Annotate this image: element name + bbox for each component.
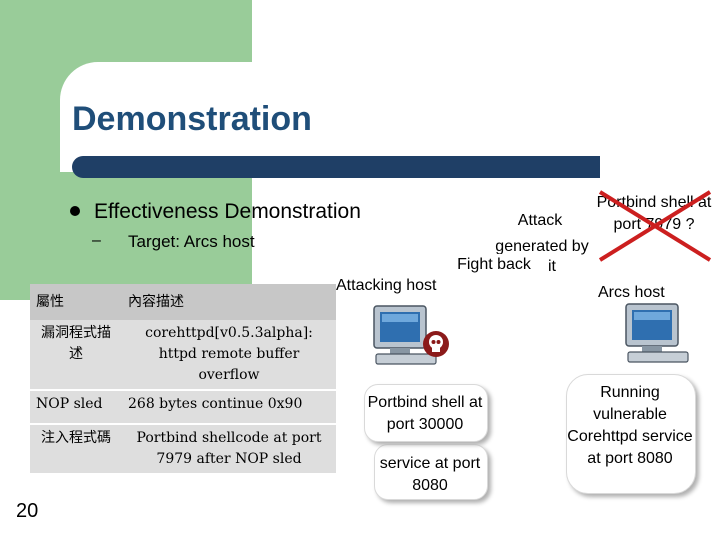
table-row: NOP sled 268 bytes continue 0x90 xyxy=(30,389,336,424)
table-header-row: 屬性 內容描述 xyxy=(30,284,336,320)
sub-bullet-dash: – xyxy=(92,232,101,249)
table-row: 漏洞程式描述 corehttpd[v0.5.3alpha]: httpd rem… xyxy=(30,320,336,390)
service-callout-left xyxy=(374,444,488,500)
table-header-description: 內容描述 xyxy=(128,293,184,310)
table-cell: 268 bytes continue 0x90 xyxy=(122,389,336,424)
table-cell: 漏洞程式描述 xyxy=(30,320,122,390)
cell-text: 注入程式碼 xyxy=(41,430,111,446)
portbind-shell-text: Portbind shell at port 30000 xyxy=(367,394,483,433)
title-underline-bar xyxy=(72,156,600,178)
info-table: 屬性 內容描述 漏洞程式描述 corehttpd[v0.5.3alpha]: h… xyxy=(30,284,336,473)
computer-icon xyxy=(373,305,437,365)
fight-back-label: Fight back xyxy=(438,254,550,276)
table-cell: NOP sled xyxy=(30,389,122,424)
table-row: 注入程式碼 Portbind shellcode at port 7979 af… xyxy=(30,423,336,473)
service-callout-left-text: service at port 8080 xyxy=(379,455,481,494)
bullet-text: Effectiveness Demonstration xyxy=(94,200,361,223)
sub-bullet-text: Target: Arcs host xyxy=(128,232,255,251)
attacking-host-label: Attacking host xyxy=(336,277,437,294)
table-header-attribute: 屬性 xyxy=(36,293,64,310)
computer-icon xyxy=(625,303,689,363)
attack-generated-label: generated by xyxy=(495,238,589,255)
bullet-dot xyxy=(70,206,80,216)
attack-label: Attack xyxy=(517,212,563,229)
running-service-text: Running vulnerable Corehttpd service at … xyxy=(567,384,693,467)
table-cell: corehttpd[v0.5.3alpha]: httpd remote buf… xyxy=(145,325,313,383)
page-title: Demonstration xyxy=(72,100,312,138)
cross-out-icon xyxy=(598,190,712,262)
table-cell: Portbind shellcode at port 7979 after NO… xyxy=(122,423,336,473)
running-service-callout xyxy=(566,374,696,494)
exploit-label-tail: it xyxy=(548,258,556,275)
skull-icon xyxy=(423,331,449,357)
cell-text: 漏洞程式描述 xyxy=(41,325,111,362)
portbind-shell-callout xyxy=(364,384,488,442)
title-panel xyxy=(60,62,720,172)
page-number: 20 xyxy=(16,500,39,522)
arcs-host-label: Arcs host xyxy=(598,284,665,301)
table-cell: 注入程式碼 xyxy=(30,423,122,473)
